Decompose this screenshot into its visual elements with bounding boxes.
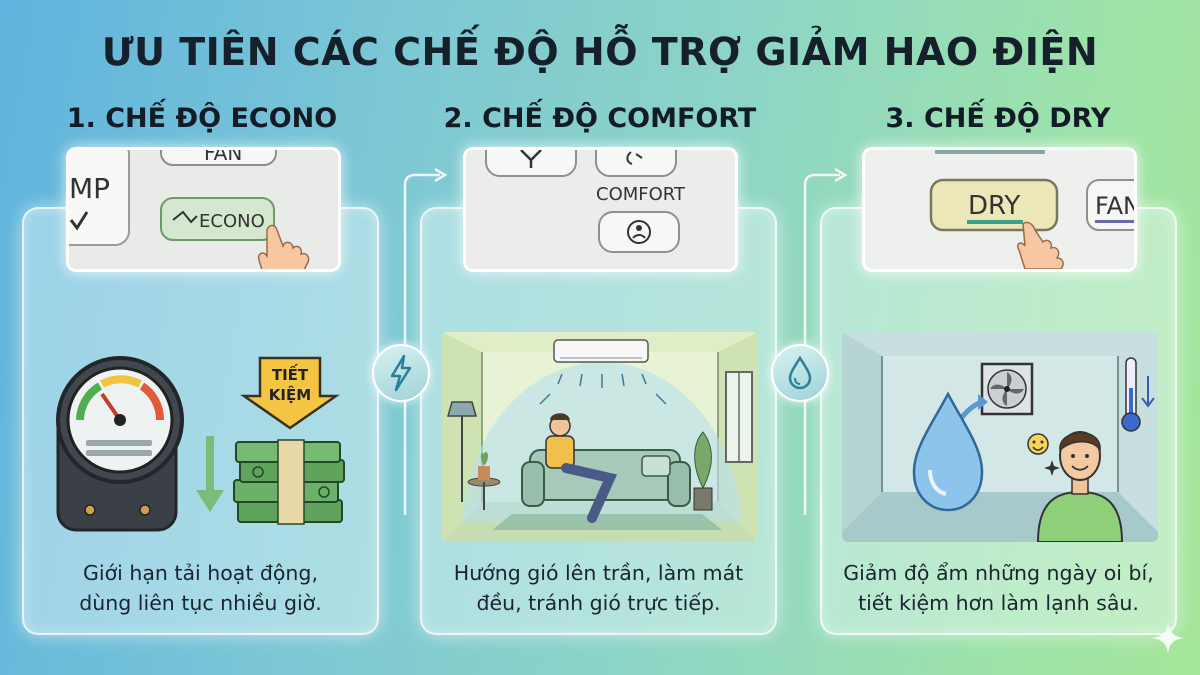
mode-heading-dry: 3. CHẾ ĐỘ DRY [885, 103, 1111, 134]
remote-photo-econo: MP FAN ECONO [66, 147, 341, 272]
smiling-person-icon [1036, 431, 1124, 542]
badge-line-2: KIỆM [269, 384, 311, 404]
sparkle-icon [1152, 622, 1184, 654]
page-title: ƯU TIÊN CÁC CHẾ ĐỘ HỖ TRỢ GIẢM HAO ĐIỆN [101, 30, 1099, 74]
remote-photo-dry: DRY FAN [862, 147, 1137, 272]
lightning-bolt-icon [372, 344, 430, 402]
description-dry: Giảm độ ẩm những ngày oi bí, tiết kiệm h… [820, 558, 1177, 618]
connector-line-2 [803, 167, 848, 515]
illustration-living-room [442, 332, 758, 542]
description-dry-line-2: tiết kiệm hơn làm lạnh sâu. [858, 591, 1139, 615]
dry-button-label: DRY [968, 191, 1020, 221]
illustration-dry-room [842, 332, 1158, 542]
thermometer-icon [1121, 357, 1155, 432]
description-econo-line-2: dùng liên tục nhiều giờ. [79, 591, 322, 615]
comfort-button-label: COMFORT [596, 184, 686, 205]
pointing-hand-icon [257, 224, 310, 269]
mode-heading-comfort: 2. CHẾ ĐỘ COMFORT [443, 103, 757, 134]
mode-heading-econo: 1. CHẾ ĐỘ ECONO [66, 103, 338, 134]
exhaust-fan-icon [980, 362, 1034, 416]
water-drop-icon [912, 391, 984, 512]
description-comfort-line-2: đều, tránh gió trực tiếp. [476, 591, 721, 615]
illustration-electric-meter: TIẾT KIỆM [50, 350, 350, 540]
description-econo-line-1: Giới hạn tải hoạt động, [83, 561, 318, 585]
description-dry-line-1: Giảm độ ẩm những ngày oi bí, [843, 561, 1154, 585]
connector-line-1 [403, 167, 448, 515]
badge-line-1: TIẾT [272, 363, 309, 384]
remote-label-fan: FAN [204, 150, 242, 165]
description-econo: Giới hạn tải hoạt động, dùng liên tục nh… [22, 558, 379, 618]
remote-photo-comfort: COMFORT [463, 147, 738, 272]
water-drop-icon [771, 344, 829, 402]
remote-label-mp: MP [69, 172, 110, 205]
description-comfort-line-1: Hướng gió lên trần, làm mát [453, 561, 744, 585]
description-comfort: Hướng gió lên trần, làm mát đều, tránh g… [420, 558, 777, 618]
econo-button-label: ECONO [199, 211, 265, 232]
remote-label-fan-2: FAN [1095, 192, 1134, 220]
pointing-hand-icon [1016, 221, 1064, 269]
money-stack-icon [233, 439, 345, 525]
